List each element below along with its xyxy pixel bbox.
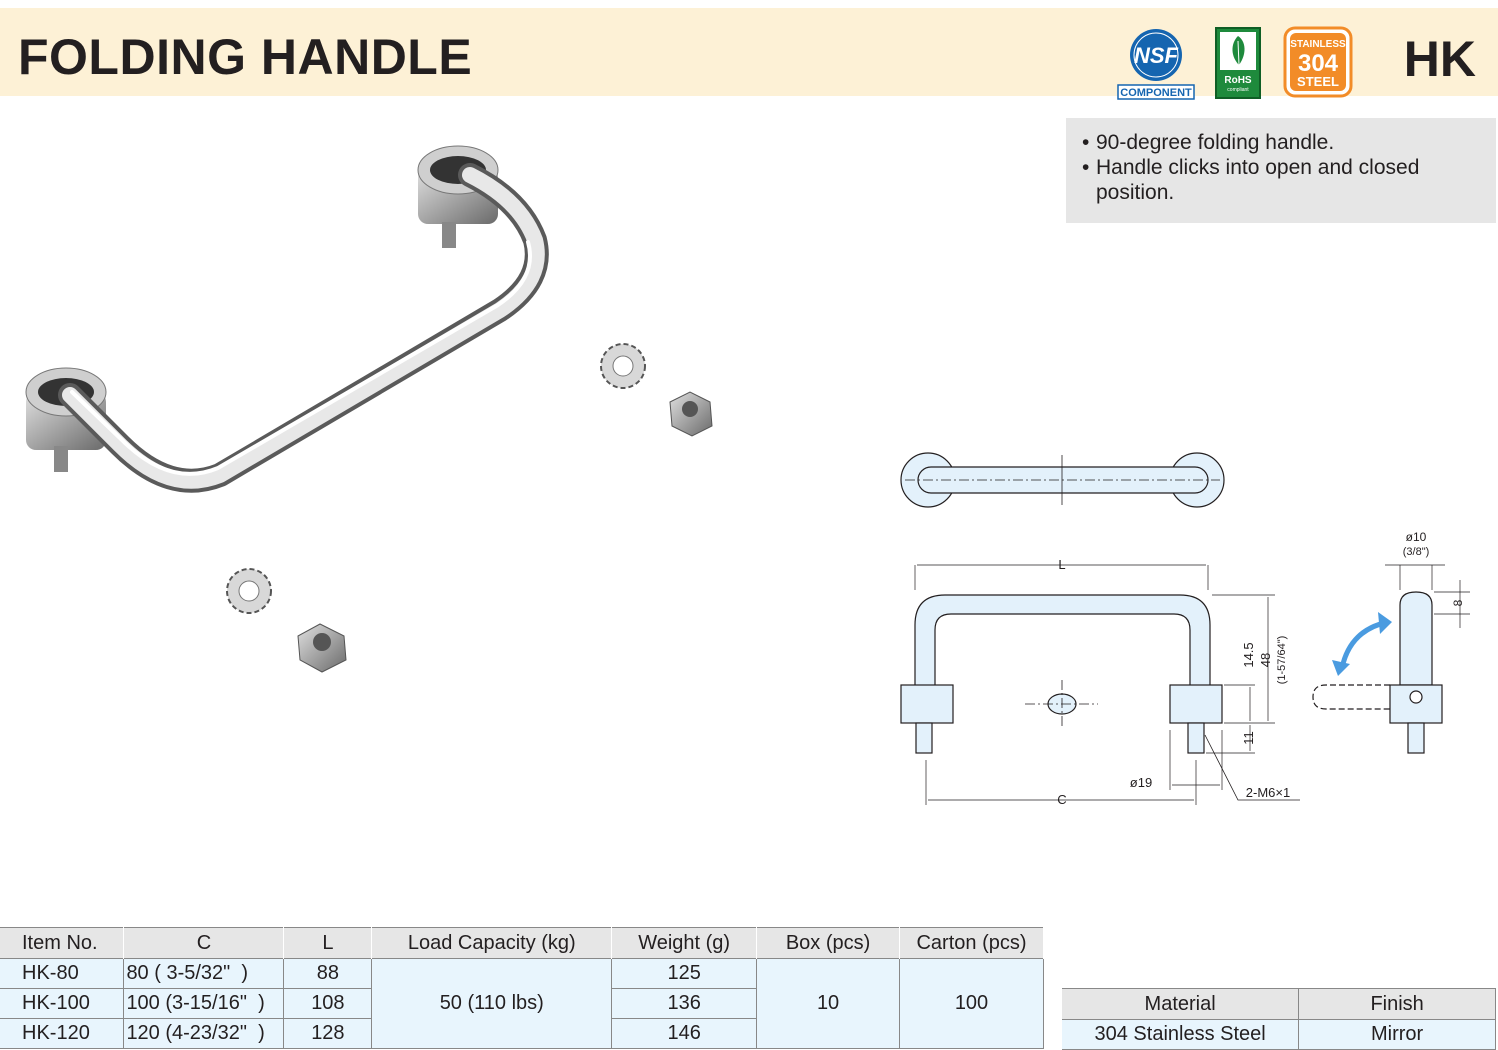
features-box: 90-degree folding handle. Handle clicks …: [1066, 118, 1496, 223]
cell-box: 10: [756, 958, 901, 1049]
handle-image: [25, 145, 549, 493]
technical-drawing: L C ø19 2-M6×1 14.5 48 (1-57/64") 11 ø10…: [900, 452, 1470, 807]
feature-item: 90-degree folding handle.: [1082, 130, 1496, 155]
cell-l: 128: [283, 1018, 373, 1049]
dim-length-label: L: [1058, 557, 1065, 572]
lock-washer-image: [600, 343, 646, 389]
dim-bar-diameter-label: ø10: [1406, 530, 1427, 544]
col-header-box: Box (pcs): [756, 927, 901, 959]
nsf-caption: COMPONENT: [1120, 87, 1192, 99]
top-view: [900, 452, 1225, 508]
cell-weight: 136: [611, 988, 758, 1019]
dim-thread-label: 2-M6×1: [1246, 785, 1290, 800]
cell-l: 88: [283, 958, 373, 989]
stainless-304-badge: STAINLESS 304 STEEL: [1283, 26, 1353, 98]
hex-nut-image: [669, 391, 713, 437]
cell-c: 80 ( 3-5/32" ): [123, 958, 285, 989]
front-view: [900, 564, 1300, 805]
table-row: HK-80 80 ( 3-5/32" ) 88 50 (110 lbs) 125…: [0, 958, 1044, 1049]
col-header-l: L: [283, 927, 373, 959]
cell-weight: 125: [611, 958, 758, 989]
cell-weight: 146: [611, 1018, 758, 1049]
spec-table: Item No. C L Load Capacity (kg) Weight (…: [0, 927, 1044, 1049]
col-header-c: C: [123, 927, 285, 959]
dim-stud-label: 11: [1241, 731, 1256, 745]
col-header-carton: Carton (pcs): [899, 927, 1044, 959]
steel-number: 304: [1298, 50, 1339, 77]
spec-table-header-row: Item No. C L Load Capacity (kg) Weight (…: [0, 927, 1044, 959]
dim-center-label: C: [1057, 792, 1066, 807]
dim-height-2-inch-label: (1-57/64"): [1276, 636, 1288, 685]
table-row: HK-120 120 (4-23/32" ) 128 146: [0, 1018, 1044, 1049]
cell-item: HK-120: [0, 1018, 125, 1049]
rohs-text: RoHS: [1224, 75, 1252, 86]
dim-height-1-label: 14.5: [1241, 642, 1256, 667]
dim-tip-label: 8: [1451, 599, 1465, 606]
cell-material: 304 Stainless Steel: [1062, 1019, 1300, 1050]
table-row: HK-100 100 (3-15/16" ) 108 136: [0, 988, 1044, 1019]
nsf-logo-text: NSF: [1134, 43, 1179, 68]
dimension-labels: L C ø19 2-M6×1 14.5 48 (1-57/64") 11 ø10…: [1057, 530, 1465, 807]
rohs-subtext: compliant: [1227, 87, 1249, 93]
cell-l: 108: [283, 988, 373, 1019]
cell-finish: Mirror: [1298, 1019, 1496, 1050]
cell-c: 120 (4-23/32" ): [123, 1018, 285, 1049]
dim-base-diameter-label: ø19: [1130, 775, 1152, 790]
dim-height-2-label: 48: [1258, 653, 1273, 667]
side-view: [1312, 564, 1470, 754]
col-header-finish: Finish: [1298, 988, 1496, 1020]
dim-bar-diameter-inch-label: (3/8"): [1403, 546, 1430, 558]
cell-carton: 100: [899, 958, 1044, 1049]
cell-c: 100 (3-15/16" ): [123, 988, 285, 1019]
hex-nut-image: [297, 623, 347, 673]
cell-item: HK-100: [0, 988, 125, 1019]
material-table: Material Finish 304 Stainless Steel Mirr…: [1062, 988, 1496, 1050]
material-table-header-row: Material Finish: [1062, 988, 1496, 1020]
col-header-weight: Weight (g): [611, 927, 758, 959]
rohs-badge: RoHS compliant: [1215, 27, 1261, 99]
col-header-load: Load Capacity (kg): [371, 927, 613, 959]
cell-item: HK-80: [0, 958, 125, 989]
header-band: FOLDING HANDLE NSF COMPONENT RoHS compli…: [0, 8, 1498, 100]
steel-top-text: STAINLESS: [1290, 39, 1346, 50]
feature-item: Handle clicks into open and closed posit…: [1082, 155, 1496, 205]
cell-load-capacity: 50 (110 lbs): [371, 958, 613, 1049]
col-header-item: Item No.: [0, 927, 125, 959]
steel-bottom-text: STEEL: [1297, 74, 1339, 89]
series-code: HK: [1403, 31, 1476, 87]
lock-washer-image: [226, 568, 272, 614]
col-header-material: Material: [1062, 988, 1300, 1020]
nsf-component-badge: NSF COMPONENT: [1117, 29, 1195, 100]
page-title: FOLDING HANDLE: [18, 29, 473, 85]
table-row: 304 Stainless Steel Mirror: [1062, 1019, 1496, 1050]
product-photo: [25, 145, 713, 673]
